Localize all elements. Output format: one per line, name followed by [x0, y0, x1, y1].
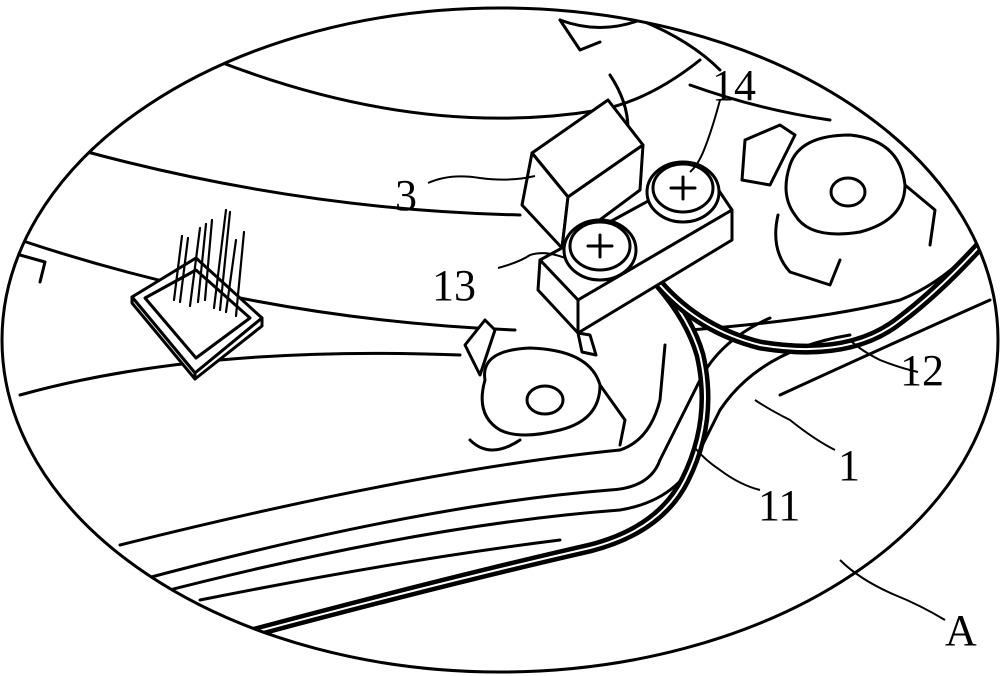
label-part-12: 12 [900, 346, 944, 395]
pin-header-connector [132, 210, 262, 379]
label-part-1: 1 [838, 441, 860, 490]
label-detail-A: A [945, 606, 977, 655]
screw-14-upper [647, 162, 719, 222]
label-part-13: 13 [432, 261, 476, 310]
label-part-11: 11 [758, 481, 800, 530]
screw-14-lower [564, 220, 636, 280]
left-screw-boss [465, 320, 625, 450]
label-part-3: 3 [395, 171, 417, 220]
label-part-14: 14 [712, 61, 756, 110]
